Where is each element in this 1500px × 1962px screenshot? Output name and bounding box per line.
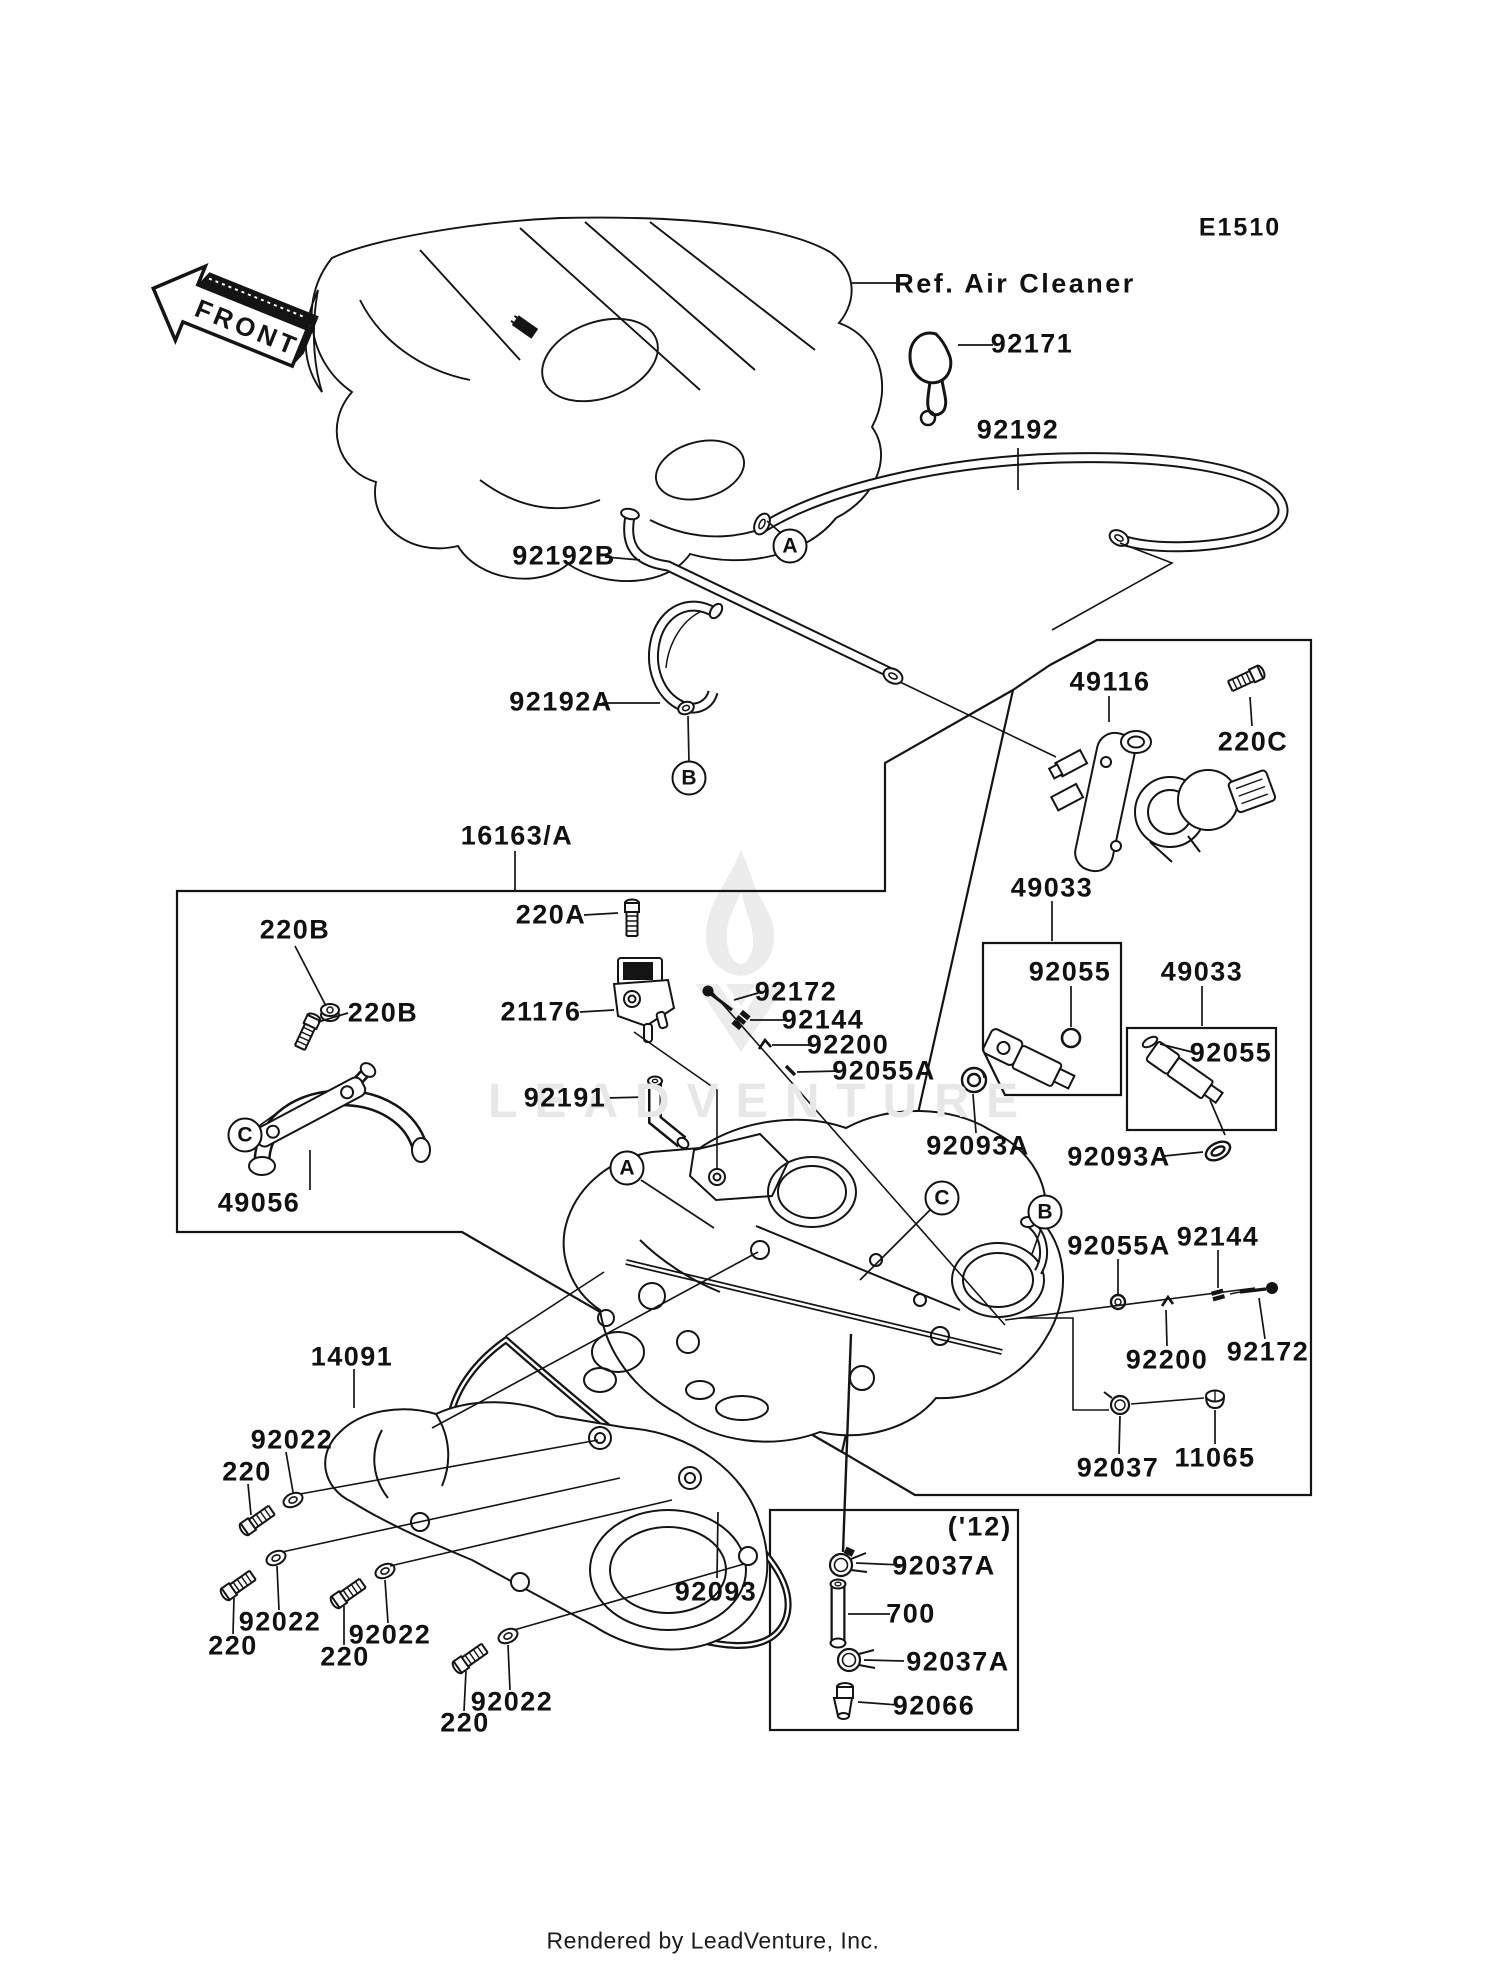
clamp-92171-icon [908,331,953,427]
breather-tube-700-icon [829,1578,847,1649]
year-12-parts [828,1546,876,1720]
watermark-text: LEADVENTURE [488,1075,1036,1128]
hardware-bottom-group [1103,1282,1278,1416]
fasteners [217,663,1268,1676]
washer-92022-icon [280,1488,306,1512]
bolt-220c-icon [1226,663,1268,694]
year-note-label: ('12) [947,1511,1013,1542]
clamp-92037-icon [1103,1391,1131,1416]
ref-air-cleaner-label: Ref. Air Cleaner [894,268,1136,299]
group-boxes [175,638,1313,1732]
footer-credit: Rendered by LeadVenture, Inc. [546,1927,880,1954]
injector-box-left [981,941,1123,1097]
bolt-220-icon [217,1568,258,1603]
o-ring-92055-left [1060,1027,1082,1049]
clamp-92037a-icon-1 [828,1546,868,1578]
injector-right-drawing [1141,1035,1226,1136]
hose-92192 [753,452,1289,553]
vacuum-tube-92191-drawing [647,1075,690,1150]
bolt-220-icon [327,1576,368,1611]
coolant-elbow-49056-drawing [248,1062,431,1176]
bolt-220-icon [449,1641,490,1676]
cap-11065-icon [1205,1389,1225,1410]
bolt-220-icon [236,1503,277,1538]
diagram-code: E1510 [1198,213,1282,242]
front-direction-arrow: FRONT [150,262,319,369]
right-assembly-box [840,638,1313,1497]
year-12-box [768,1508,1020,1732]
nut-220b-icon [320,1003,340,1022]
purge-valve-49116-drawing [1047,730,1277,873]
plug-92066-icon [832,1682,854,1720]
clamp-92037a-icon-2 [836,1647,876,1673]
seal-92093a-left [960,1066,988,1094]
main-assembly-box [175,689,1014,1453]
injector-left-drawing [982,1027,1082,1090]
map-sensor-21176-drawing [612,957,676,1043]
seal-92093a-right [1204,1140,1232,1162]
hose-92192a [648,600,724,716]
bolt-220b-icon [292,1010,323,1052]
air-cleaner-drawing [304,216,884,582]
clutch-cover-14091-drawing [324,1401,769,1651]
leader-lines [232,282,1266,1712]
o-ring-92055-right [1141,1035,1159,1049]
hose-92192b [620,507,904,685]
drain-hose-line [841,1333,853,1553]
washer-92022-icon [372,1559,398,1583]
throttle-body-drawing [562,1109,1064,1443]
bolt-220a-icon [624,898,640,937]
injector-box-right [1125,1026,1278,1132]
construction-lines [281,542,1256,1631]
hardware-top-group [702,985,797,1077]
